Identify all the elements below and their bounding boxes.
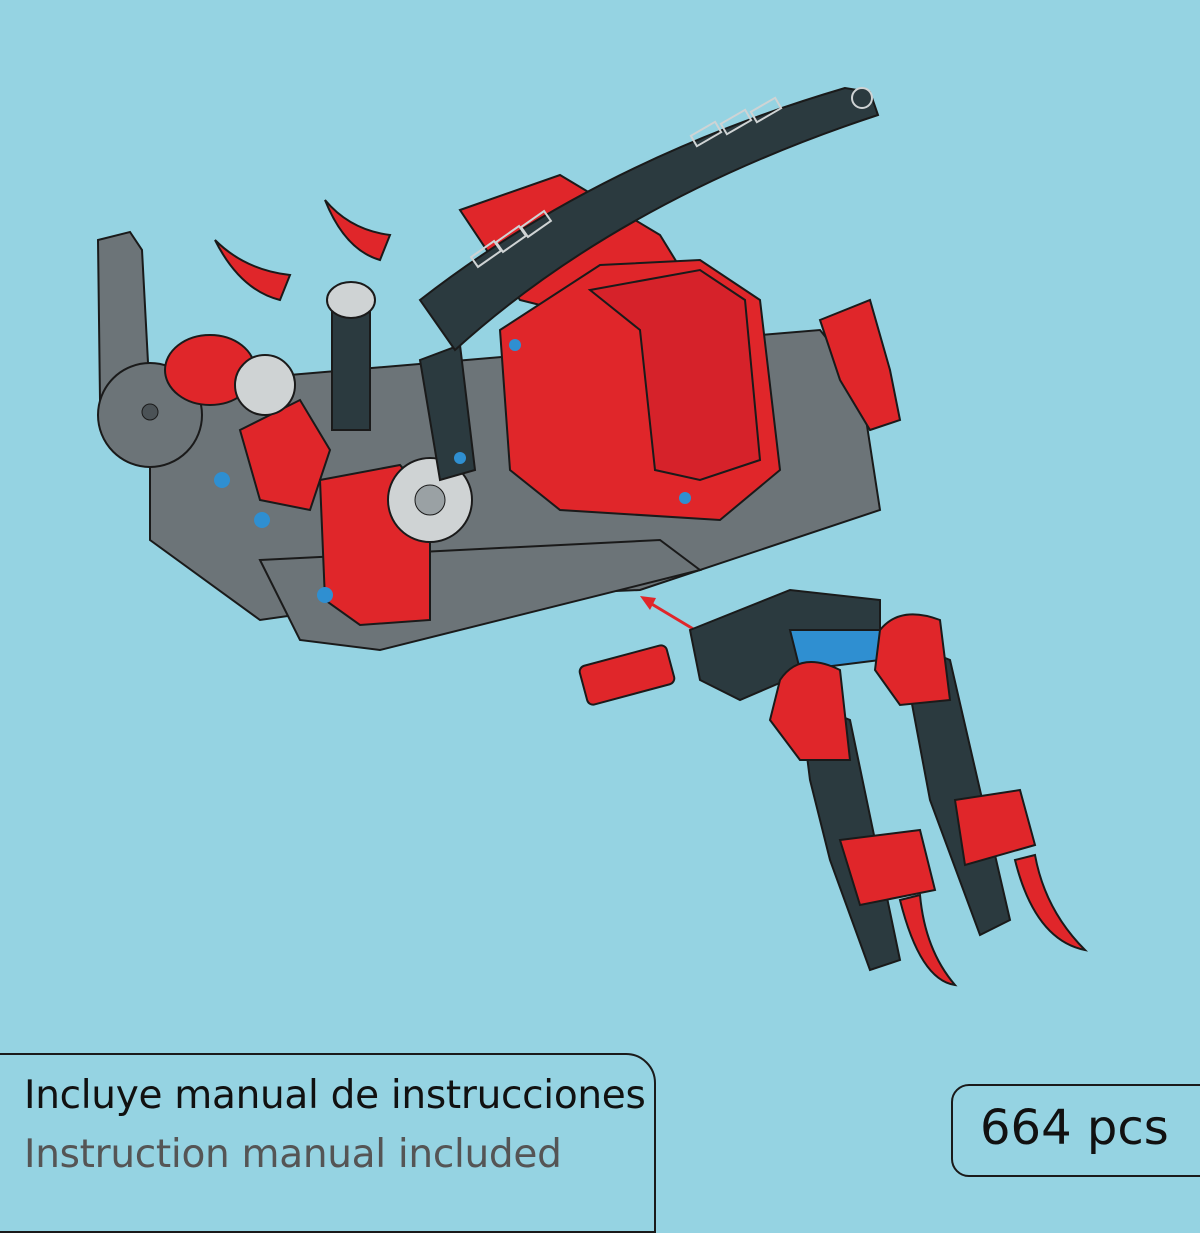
curved-panel bbox=[418, 86, 880, 352]
model-body bbox=[96, 173, 902, 652]
piece-count-box bbox=[951, 1084, 1200, 1177]
assembly-arrow bbox=[640, 596, 696, 632]
manual-text-english: Instruction manual included bbox=[24, 1132, 562, 1177]
manual-text-spanish: Incluye manual de instrucciones bbox=[24, 1073, 646, 1118]
product-illustration bbox=[96, 86, 1089, 987]
claw-subassembly bbox=[578, 588, 1089, 987]
piece-count: 664 pcs bbox=[980, 1100, 1169, 1156]
